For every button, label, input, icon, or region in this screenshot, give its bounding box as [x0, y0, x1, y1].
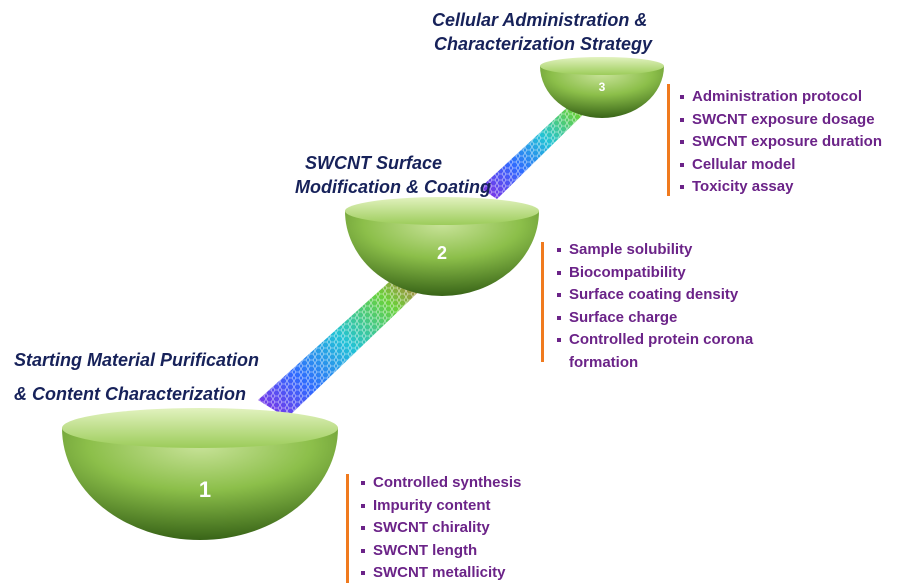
stage-2-bowl: 2	[345, 197, 539, 296]
nanotube-2-3	[480, 90, 599, 199]
list-item: Biocompatibility	[557, 262, 753, 285]
list-item: SWCNT exposure dosage	[680, 109, 882, 132]
stage-1-bowl: 1	[62, 408, 338, 540]
stage-3-title-line-2: Characterization Strategy	[434, 34, 653, 54]
list-item: SWCNT chirality	[361, 517, 521, 540]
stage-2-title-line-1: SWCNT Surface	[305, 153, 443, 173]
stage-1-title-line-2: & Content Characterization	[14, 384, 247, 404]
list-item: SWCNT length	[361, 540, 521, 563]
list-item: Controlled synthesis	[361, 472, 521, 495]
stage-2-title-line-2: Modification & Coating	[295, 177, 491, 197]
stage-2-number: 2	[437, 243, 447, 263]
stage-2-title: SWCNT Surface Modification & Coating	[295, 151, 491, 199]
stage-3-list: Administration protocol SWCNT exposure d…	[680, 86, 882, 199]
list-item: Surface charge	[557, 307, 753, 330]
stage-3-bowl: 3	[540, 57, 664, 118]
stage-1-list: Controlled synthesis Impurity content SW…	[361, 472, 521, 585]
stage-1-divider	[346, 474, 349, 583]
stage-1-title-line-1: Starting Material Purification	[14, 350, 260, 370]
stage-3-title-line-1: Cellular Administration &	[432, 10, 648, 30]
list-item: Controlled protein corona	[557, 329, 753, 352]
list-item: Cellular model	[680, 154, 882, 177]
list-item: SWCNT exposure duration	[680, 131, 882, 154]
list-item-continuation: formation	[569, 353, 639, 371]
list-item: Sample solubility	[557, 239, 753, 262]
stage-1-title: Starting Material Purification & Content…	[14, 343, 259, 411]
list-item: Administration protocol	[680, 86, 882, 109]
list-item: SWCNT metallicity	[361, 562, 521, 585]
stage-2-divider	[541, 242, 544, 362]
stage-1-number: 1	[199, 477, 211, 502]
list-item: Impurity content	[361, 495, 521, 518]
stage-3-divider	[667, 84, 670, 196]
stage-2-list: Sample solubility Biocompatibility Surfa…	[557, 239, 753, 374]
list-item: Surface coating density	[557, 284, 753, 307]
list-item: Toxicity assay	[680, 176, 882, 199]
stage-3-title: Cellular Administration & Characterizati…	[432, 8, 652, 56]
stage-3-number: 3	[599, 80, 606, 94]
